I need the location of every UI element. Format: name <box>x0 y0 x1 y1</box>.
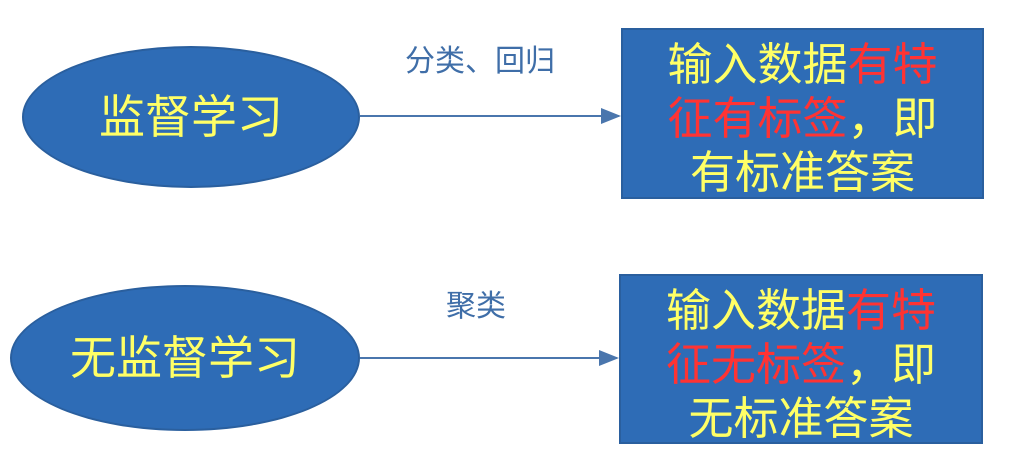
desc-line-1: 输入数据有特 <box>621 284 981 338</box>
desc-highlight: 征无标签 <box>665 338 846 391</box>
node-supervised-label: 监督学习 <box>99 90 283 144</box>
desc-line-3: 有标准答案 <box>623 146 982 200</box>
desc-text: 有标准答案 <box>689 146 915 199</box>
desc-highlight: 有特 <box>846 284 937 337</box>
desc-highlight: 征有标签 <box>667 92 848 145</box>
node-unsupervised: 无监督学习 <box>10 285 360 431</box>
node-supervised-description: 输入数据有特 征有标签，即 有标准答案 <box>621 28 984 199</box>
edge-label-supervised: 分类、回归 <box>405 44 555 79</box>
desc-text: ，即 <box>846 338 937 391</box>
edge-label-unsupervised: 聚类 <box>446 289 506 324</box>
desc-text: ，即 <box>847 92 938 145</box>
desc-line-1: 输入数据有特 <box>623 38 982 92</box>
node-supervised: 监督学习 <box>22 46 360 188</box>
node-unsupervised-label: 无监督学习 <box>70 331 300 385</box>
desc-text: 输入数据 <box>665 284 846 337</box>
desc-text: 无标准答案 <box>688 392 914 445</box>
node-unsupervised-description: 输入数据有特 征无标签，即 无标准答案 <box>619 274 983 446</box>
desc-line-3: 无标准答案 <box>621 392 981 446</box>
desc-line-2: 征无标签，即 <box>621 338 981 392</box>
desc-text: 输入数据 <box>667 38 848 91</box>
desc-highlight: 有特 <box>847 38 938 91</box>
desc-line-2: 征有标签，即 <box>623 92 982 146</box>
